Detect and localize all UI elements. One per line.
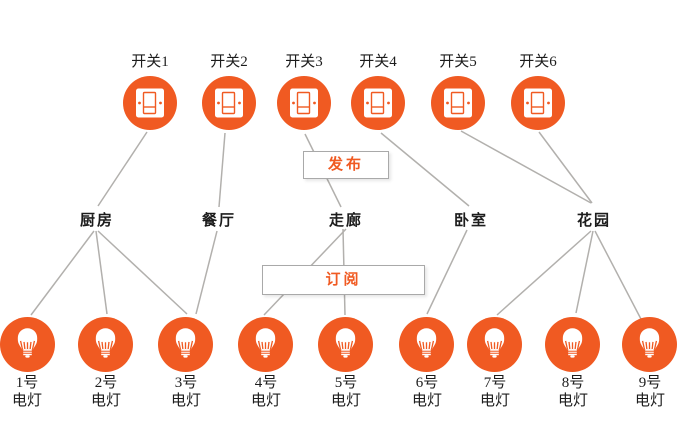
room-label-dining: 餐厅: [201, 213, 236, 229]
light-bulb-icon: [318, 317, 373, 372]
switch4-label: 开关4: [359, 54, 397, 70]
room-label-kitchen: 厨房: [79, 213, 114, 229]
wall-switch-icon: [202, 76, 256, 130]
room-label-corridor: 走廊: [328, 213, 363, 229]
edge-switch5-garden: [460, 130, 592, 204]
light4-label: 4号电灯: [250, 375, 281, 409]
light3-label: 3号电灯: [170, 375, 201, 409]
publish-box: 发布: [303, 151, 389, 179]
light9-label: 9号电灯: [634, 375, 665, 409]
edge-switch6-garden: [538, 131, 593, 204]
light-bulb-icon: [238, 317, 293, 372]
light-bulb-icon: [467, 317, 522, 372]
wall-switch-icon: [277, 76, 331, 130]
subscribe-box: 订阅: [262, 265, 425, 295]
edge-dining-light3: [195, 230, 218, 315]
switch1-label: 开关1: [131, 54, 169, 70]
switch3-label: 开关3: [285, 54, 323, 70]
edge-kitchen-light3: [97, 230, 188, 315]
light-bulb-icon: [78, 317, 133, 372]
wall-switch-icon: [351, 76, 405, 130]
light-bulb-icon: [622, 317, 677, 372]
edge-kitchen-light2: [95, 230, 108, 315]
room-label-bedroom: 卧室: [453, 213, 488, 229]
wall-switch-icon: [123, 76, 177, 130]
edge-kitchen-light1: [30, 230, 95, 316]
edge-switch4-bedroom: [380, 132, 470, 207]
wall-switch-icon: [511, 76, 565, 130]
light-bulb-icon: [158, 317, 213, 372]
light-bulb-icon: [399, 317, 454, 372]
edge-switch2-dining: [218, 132, 226, 208]
switch5-label: 开关5: [439, 54, 477, 70]
edge-garden-light7: [496, 230, 592, 316]
light-bulb-icon: [0, 317, 55, 372]
light1-label: 1号电灯: [11, 375, 42, 409]
light5-label: 5号电灯: [330, 375, 361, 409]
light-bulb-icon: [545, 317, 600, 372]
light6-label: 6号电灯: [411, 375, 442, 409]
light7-label: 7号电灯: [479, 375, 510, 409]
light8-label: 8号电灯: [557, 375, 588, 409]
switch2-label: 开关2: [210, 54, 248, 70]
light2-label: 2号电灯: [90, 375, 121, 409]
room-label-garden: 花园: [576, 213, 611, 229]
switch6-label: 开关6: [519, 54, 557, 70]
wall-switch-icon: [431, 76, 485, 130]
edge-garden-light9: [594, 230, 643, 322]
edge-bedroom-light6: [426, 229, 468, 315]
edge-switch1-kitchen: [97, 131, 148, 207]
edge-garden-light8: [575, 230, 594, 314]
